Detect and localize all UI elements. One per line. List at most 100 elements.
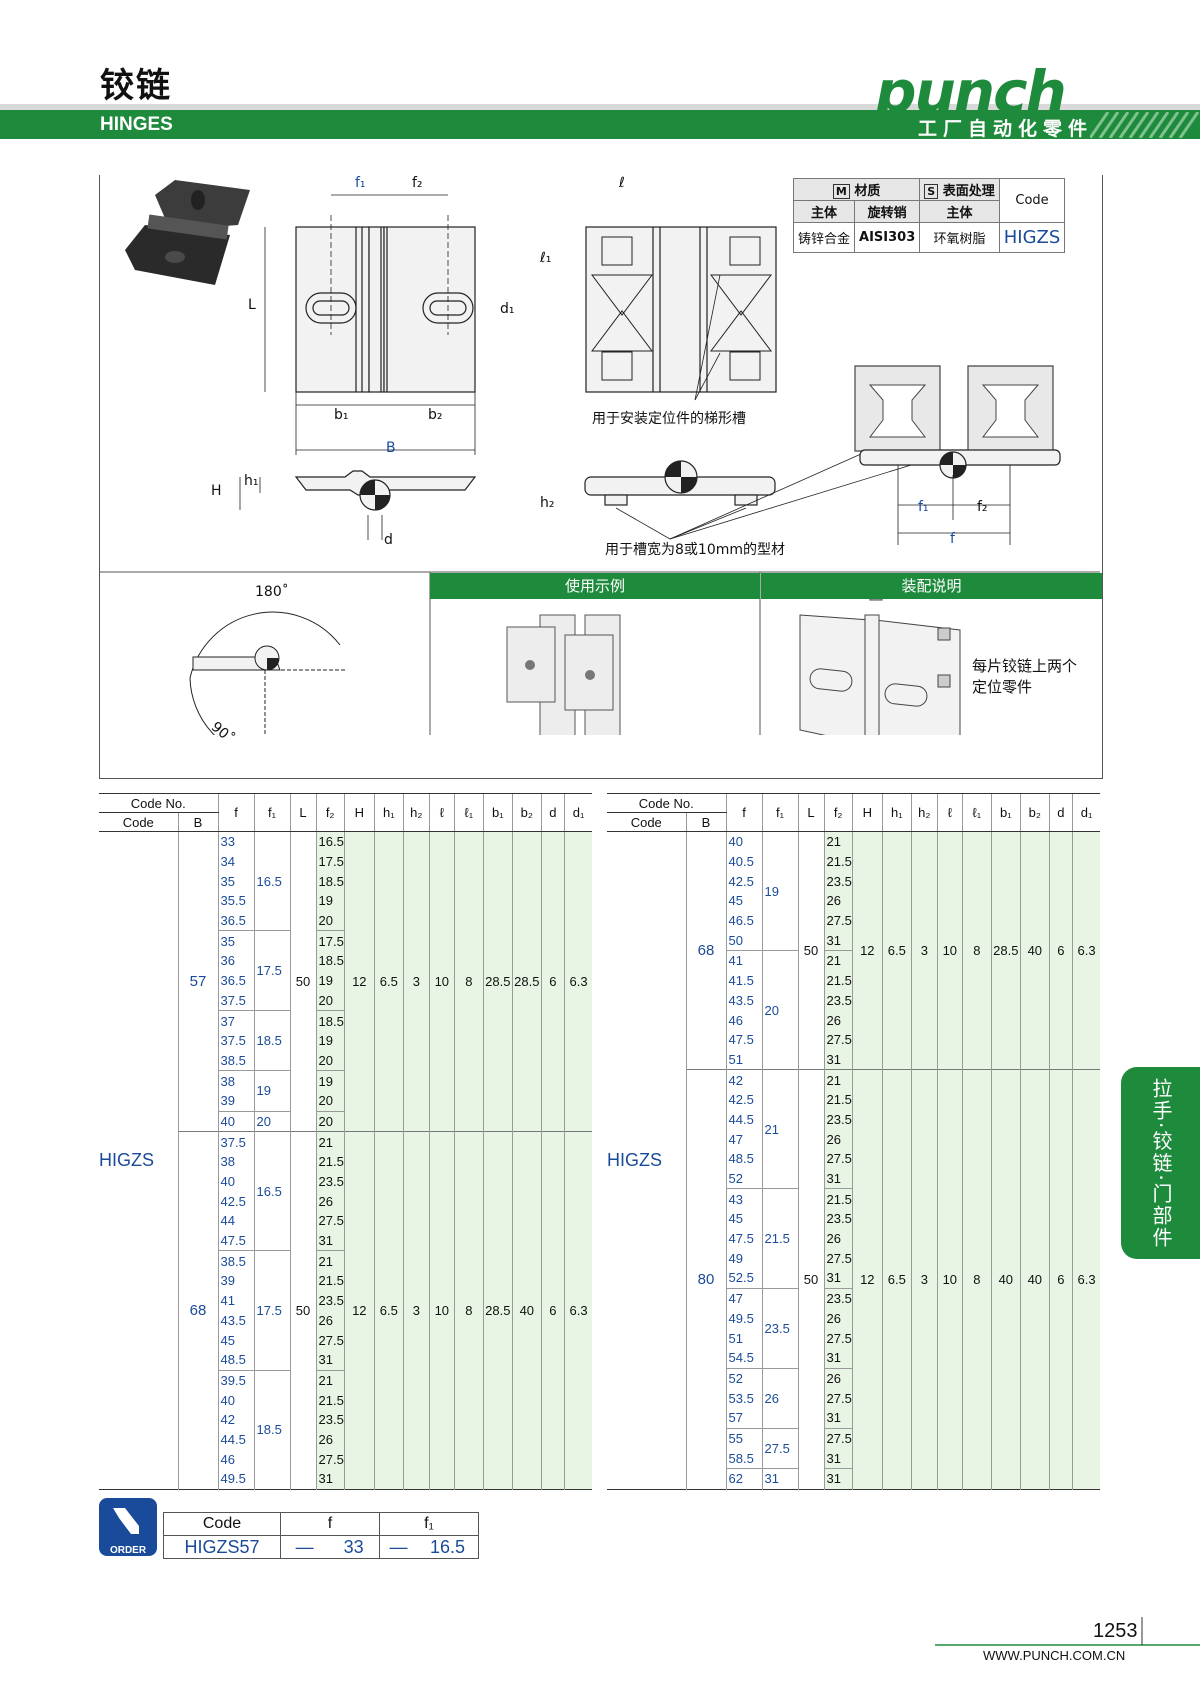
label-ell: ℓ	[619, 175, 625, 191]
order-header-f1: f₁	[379, 1512, 479, 1536]
body-header: 主体	[792, 200, 856, 223]
cell-h1: 6.5	[373, 1131, 404, 1490]
cell-f: 39	[217, 1271, 254, 1291]
cell-f2: 20	[315, 1050, 345, 1071]
cell-f: 46.5	[725, 910, 762, 931]
header-code: Code	[99, 812, 178, 832]
cell-f: 40	[217, 1110, 254, 1132]
cell-f: 49.5	[725, 1308, 762, 1329]
header-code-no: Code No.	[99, 793, 218, 813]
cell-f: 53.5	[725, 1388, 762, 1408]
cell-f: 57	[725, 1407, 762, 1429]
header-H: H	[343, 793, 375, 832]
cell-f2: 21.5	[823, 970, 853, 991]
header-d₁: d₁	[563, 793, 593, 832]
cell-h1: 6.5	[881, 831, 912, 1070]
cell-ell1: 8	[961, 1069, 992, 1490]
cell-f: 44	[217, 1211, 254, 1231]
code-header: Code	[998, 178, 1066, 223]
cell-f: 48.5	[725, 1149, 762, 1169]
cell-f2: 26	[823, 1228, 853, 1249]
tab-assembly-guide: 装配说明	[761, 573, 1102, 599]
cell-d: 6	[1048, 831, 1073, 1070]
cell-f: 58.5	[725, 1448, 762, 1469]
cell-f2: 27.5	[823, 1328, 853, 1348]
cell-f: 40.5	[725, 851, 762, 872]
header-B: B	[685, 812, 726, 832]
assembly-note: 每片铰链上两个定位零件	[972, 657, 1078, 696]
category-side-tab[interactable]: 拉手·铰链·门部件	[1121, 1067, 1200, 1259]
header-d: d	[1048, 793, 1073, 832]
header-d₁: d₁	[1071, 793, 1101, 832]
cell-L: 50	[289, 831, 316, 1132]
cell-f: 37.5	[217, 990, 254, 1011]
cell-f: 44.5	[217, 1429, 254, 1450]
cell-f2: 18.5	[315, 871, 345, 892]
cell-f2: 23.5	[823, 871, 853, 892]
cell-f2: 21	[315, 1131, 345, 1152]
cell-f2: 21.5	[823, 1089, 853, 1110]
s-icon: S	[924, 184, 939, 199]
label-f2: f₂	[412, 175, 423, 191]
header-bar-light	[0, 104, 1200, 110]
cell-f: 36	[217, 951, 254, 971]
angle-180-label: 180˚	[255, 584, 289, 600]
cell-b1: 28.5	[482, 1131, 513, 1490]
cell-f2: 31	[315, 1230, 345, 1251]
cell-f: 43	[725, 1188, 762, 1210]
cell-f: 36.5	[217, 910, 254, 931]
cell-d1: 6.3	[563, 1131, 593, 1490]
cell-f2: 31	[823, 1448, 853, 1469]
cell-ell1: 8	[453, 1131, 484, 1490]
cell-f: 42.5	[217, 1191, 254, 1212]
header-b₁: b₁	[990, 793, 1021, 832]
cell-ell: 10	[428, 1131, 455, 1490]
slot-note: 用于槽宽为8或10mm的型材	[605, 542, 785, 558]
cell-f2: 27.5	[315, 1330, 345, 1350]
label-f: f	[950, 531, 955, 547]
label-f1: f₁	[355, 175, 366, 191]
cell-f: 49.5	[217, 1469, 254, 1490]
cell-f2: 26	[823, 1010, 853, 1030]
cell-h2: 3	[910, 1069, 938, 1490]
cell-f1: 17.5	[253, 1250, 290, 1371]
cell-f: 50	[725, 930, 762, 951]
cell-h2: 3	[402, 1131, 430, 1490]
cell-f: 47.5	[217, 1230, 254, 1251]
header-b₂: b₂	[1019, 793, 1050, 832]
cell-f2: 21.5	[315, 1152, 345, 1172]
cell-f: 49	[725, 1248, 762, 1269]
cell-f: 34	[217, 851, 254, 872]
stripe-decoration	[1090, 112, 1200, 138]
cell-f: 38	[217, 1152, 254, 1172]
label-B: B	[386, 440, 396, 456]
cell-f2: 21.5	[315, 1390, 345, 1410]
cell-f2: 21	[823, 831, 853, 852]
label-b1: b₁	[334, 407, 349, 423]
cell-f: 46	[725, 1010, 762, 1030]
brand-logo: punch	[875, 58, 1067, 126]
cell-b2: 40	[1019, 831, 1050, 1070]
cell-f2: 21.5	[823, 1188, 853, 1210]
cell-f: 38.5	[217, 1250, 254, 1272]
header-h₂: h₂	[402, 793, 430, 832]
cell-f2: 31	[823, 1268, 853, 1289]
